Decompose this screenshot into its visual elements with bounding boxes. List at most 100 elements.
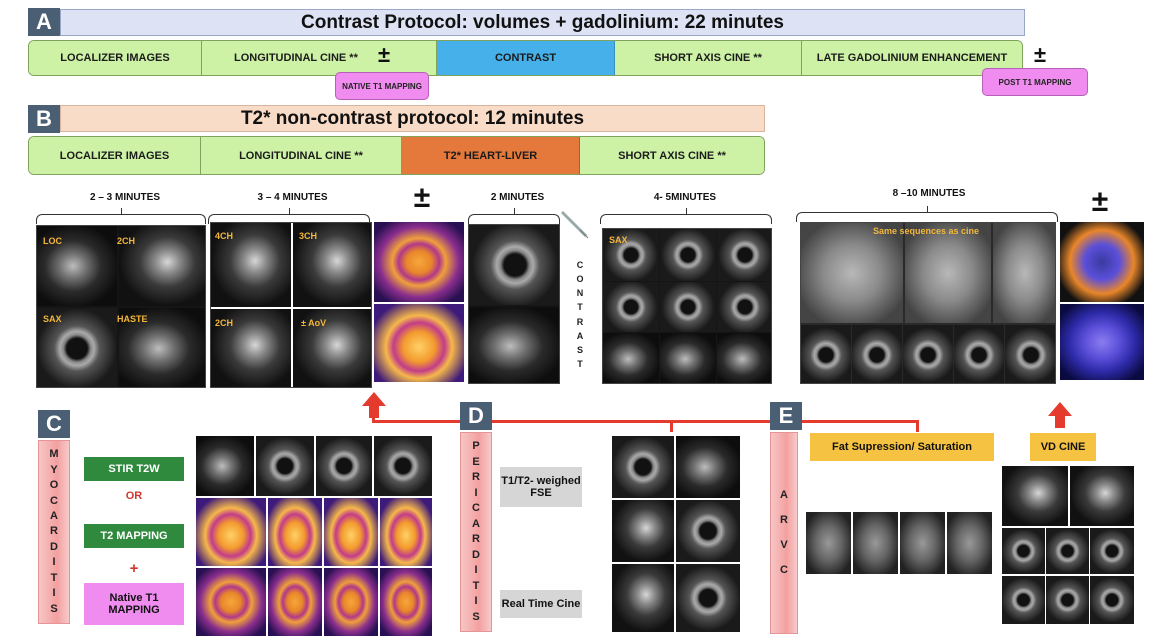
brace-lge	[796, 206, 1058, 222]
seg-a-localizer: LOCALIZER IMAGES	[29, 41, 202, 75]
pericarditis-letter: D	[472, 548, 480, 561]
label-3ch: 3CH	[299, 231, 318, 241]
vd-cine-images	[1002, 466, 1134, 624]
pericarditis-letter: T	[472, 579, 480, 592]
protocol-b-bar: LOCALIZER IMAGES LONGITUDINAL CINE ** T2…	[28, 136, 765, 175]
sax-img	[717, 282, 771, 332]
fat-sat-img	[900, 512, 945, 574]
label-haste: HASTE	[117, 314, 148, 324]
mri-2ch-b	[211, 309, 291, 387]
myocarditis-letter: C	[50, 494, 58, 507]
brace-short-axis	[600, 208, 772, 224]
lge-longitudinal	[905, 223, 991, 323]
fse-box: T1/T2- weighed FSE	[500, 467, 582, 507]
contrast-letter: A	[576, 330, 584, 341]
arvc-letter: C	[780, 564, 788, 576]
post-t1-map-4ch	[1060, 304, 1144, 380]
pericarditis-letter: R	[472, 471, 480, 484]
seg-a-lge: LATE GADOLINIUM ENHANCEMENT	[802, 41, 1022, 75]
t2-mapping-box: T2 MAPPING	[84, 524, 184, 548]
t1-map-img	[324, 568, 378, 636]
t1-map-images	[374, 222, 464, 382]
t2-map-img	[268, 498, 322, 566]
sax-img	[603, 282, 659, 332]
fat-sat-img	[947, 512, 992, 574]
myocarditis-letter: I	[52, 556, 56, 569]
sax-img	[660, 229, 716, 281]
time-label-t2star: 2 MINUTES	[490, 191, 545, 203]
plus-minus-a1: ±	[377, 42, 391, 67]
time-label-longitudinal: 3 – 4 MINUTES	[257, 191, 328, 203]
real-time-img	[676, 564, 740, 632]
label-sax-2: SAX	[609, 235, 628, 245]
contrast-letter: O	[576, 273, 584, 284]
myocarditis-letter: Y	[50, 463, 58, 476]
pericarditis-letter: P	[472, 440, 480, 453]
sax-img	[660, 282, 716, 332]
label-aov: ± AoV	[301, 318, 327, 328]
vd-cine-img	[1002, 528, 1045, 574]
myocarditis-vertical-label: M Y O C A R D I T I S	[38, 440, 70, 624]
seg-b-longitudinal: LONGITUDINAL CINE **	[201, 137, 402, 174]
post-t1-mapping-tag: POST T1 MAPPING	[982, 68, 1088, 96]
fat-suppression-images	[806, 512, 992, 574]
section-d-badge: D	[460, 402, 492, 430]
section-a-title: Contrast Protocol: volumes + gadolinium:…	[60, 9, 1025, 36]
longitudinal-cine-images: 4CH 3CH 2CH ± AoV	[210, 222, 372, 388]
fat-suppression-box: Fat Supression/ Saturation	[810, 433, 994, 461]
myocarditis-letter: I	[52, 587, 56, 600]
vd-cine-box: VD CINE	[1030, 433, 1096, 461]
pericarditis-letter: S	[472, 610, 480, 623]
pericarditis-letter: C	[472, 502, 480, 515]
section-e-badge: E	[770, 402, 802, 430]
arvc-vertical-label: A R V C	[770, 432, 798, 634]
mri-3ch	[293, 223, 371, 307]
brace-localizer	[36, 208, 206, 224]
vd-cine-img	[1090, 528, 1134, 574]
t1-map-img	[196, 568, 266, 636]
syringe-icon	[560, 210, 590, 240]
label-same-sequences: Same sequences as cine	[873, 226, 980, 236]
seg-a-contrast: CONTRAST	[437, 41, 615, 75]
real-time-cine-box: Real Time Cine	[500, 590, 582, 618]
vd-cine-img	[1046, 528, 1089, 574]
lge-sax	[903, 325, 953, 383]
pericarditis-images	[612, 436, 740, 632]
plus-label: +	[129, 560, 139, 577]
seg-b-localizer: LOCALIZER IMAGES	[29, 137, 201, 174]
seg-b-t2star: T2* HEART-LIVER	[402, 137, 580, 174]
fat-sat-img	[806, 512, 851, 574]
mri-loc	[37, 226, 117, 306]
plus-minus-post-t1: ±	[1091, 185, 1109, 218]
lge-longitudinal	[801, 223, 903, 323]
seg-a-longitudinal: LONGITUDINAL CINE **	[202, 41, 437, 75]
mri-2ch	[119, 226, 205, 306]
vd-cine-img	[1090, 576, 1134, 624]
protocol-a-bar: LOCALIZER IMAGES LONGITUDINAL CINE ** CO…	[28, 40, 1023, 76]
pericarditis-letter: I	[474, 595, 478, 608]
t2star-heart	[469, 225, 559, 305]
label-sax: SAX	[43, 314, 62, 324]
contrast-letter: S	[576, 345, 583, 356]
stir-img	[316, 436, 372, 496]
t1-map-img	[380, 568, 432, 636]
lge-images: Same sequences as cine	[800, 222, 1056, 384]
t2-map-img	[380, 498, 432, 566]
section-b-title: T2* non-contrast protocol: 12 minutes	[60, 105, 765, 132]
lge-sax	[801, 325, 851, 383]
fse-img	[676, 500, 740, 562]
label-loc: LOC	[43, 236, 62, 246]
t2star-images	[468, 224, 560, 384]
plus-minus-t1-map: ±	[413, 181, 431, 214]
label-2ch: 2CH	[117, 236, 136, 246]
t1-map-sax	[374, 222, 464, 302]
label-2ch-b: 2CH	[215, 318, 234, 328]
myocarditis-letter: S	[50, 602, 58, 615]
stir-img	[196, 436, 254, 496]
lge-sax	[954, 325, 1004, 383]
t1-map-4ch	[374, 304, 464, 382]
pericarditis-letter: A	[472, 517, 480, 530]
native-t1-mapping-box: Native T1 MAPPING	[84, 583, 184, 625]
section-a-badge: A	[28, 8, 60, 36]
fse-img	[676, 436, 740, 498]
